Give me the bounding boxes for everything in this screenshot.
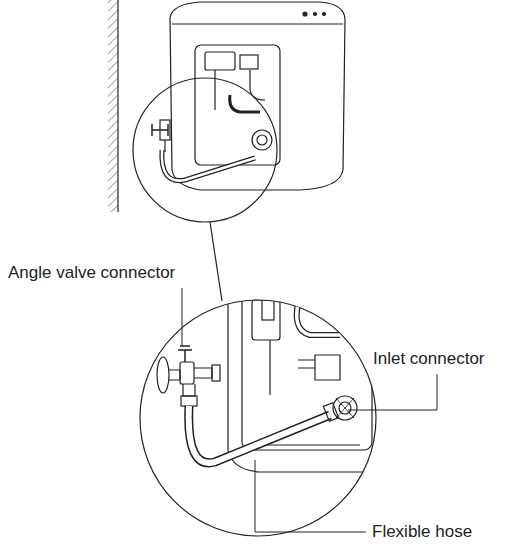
- part-label: Flexible hose: [370, 522, 474, 542]
- part-label: Inlet connector: [371, 349, 487, 369]
- part-label: Angle valve connector: [6, 263, 177, 283]
